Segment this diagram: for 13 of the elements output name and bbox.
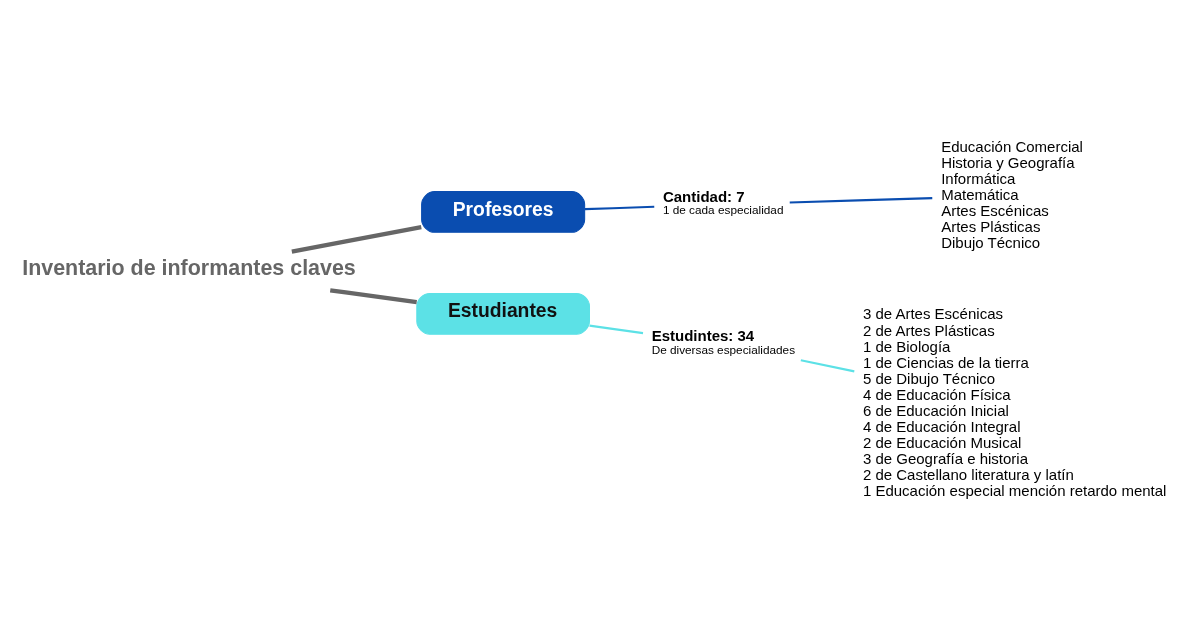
connector: [789, 196, 933, 203]
connector: [589, 324, 644, 334]
node-box: Estudiantes: [416, 292, 590, 335]
node-text: Inventario de informantes claves: [22, 255, 356, 280]
node-box: Profesores: [421, 190, 586, 233]
connector: [800, 358, 855, 372]
node-text: Educación Comercial Historia y Geografía Informática Matemática Artes Escénicas Artes Plásticas Dibujo Técnico: [941, 137, 1083, 251]
node-text: 3 de Artes Escénicas 2 de Artes Plásticas 1 de Biología 1 de Ciencias de la tierra 5 de Dibujo Técnico 4 de Educación Física 6 de Educación Inicial 4 de Educación Integral 2 de Educación Musical 3 de Geografía e historia 2 de Castellano literatura y latín 1 Educación especial mención retardo mental: [862, 304, 1167, 499]
connector: [329, 287, 417, 304]
connector: [291, 224, 422, 254]
connector: [584, 205, 655, 210]
node-text: Cantidad: 7 1 de cada especialidad: [662, 187, 784, 216]
node-text: Estudintes: 34 De diversas especialidades: [651, 326, 796, 356]
